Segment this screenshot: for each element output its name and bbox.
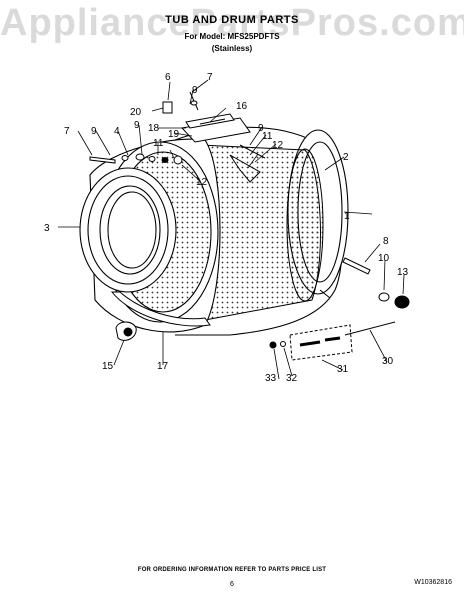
front-seal <box>79 167 177 293</box>
callout-9-mid: 9 <box>134 120 140 131</box>
callout-12-right: 12 <box>272 140 284 151</box>
page-title: TUB AND DRUM PARTS <box>165 14 299 26</box>
callout-2: 2 <box>343 152 349 163</box>
callout-13: 13 <box>397 267 409 278</box>
callout-16: 16 <box>236 101 248 112</box>
finish-line: (Stainless) <box>211 44 253 53</box>
callout-1: 1 <box>344 211 350 222</box>
watermark: AppliancePartsPros.com <box>0 2 464 44</box>
callout-7-top: 7 <box>207 72 213 83</box>
callout-18: 18 <box>148 123 160 134</box>
callout-33: 33 <box>265 373 277 384</box>
ordering-note: FOR ORDERING INFORMATION REFER TO PARTS … <box>137 567 327 573</box>
top-bracket <box>181 113 251 143</box>
callout-12-left: 12 <box>196 177 208 188</box>
callout-3: 3 <box>44 223 50 234</box>
callout-30: 30 <box>382 356 394 367</box>
hardware-kit <box>269 321 396 361</box>
rear-hardware <box>319 257 410 309</box>
callout-9-left: 9 <box>91 126 97 137</box>
callout-7-left: 7 <box>64 126 70 137</box>
callout-9-top: 9 <box>192 85 198 96</box>
callout-31: 31 <box>337 364 349 375</box>
top-hardware <box>162 91 199 114</box>
callout-11-right: 11 <box>262 131 273 142</box>
leader-lines <box>58 79 405 380</box>
document-number: W10362816 <box>414 579 452 586</box>
callout-10: 10 <box>378 253 390 264</box>
callout-19: 19 <box>168 129 180 140</box>
callout-6: 6 <box>165 72 171 83</box>
callout-20: 20 <box>130 107 142 118</box>
callout-11-left: 11 <box>153 138 164 149</box>
perforated-drum <box>199 144 324 321</box>
callout-17: 17 <box>157 361 169 372</box>
callout-labels: 1 2 3 4 6 7 7 8 9 9 9 9 10 11 11 12 12 1… <box>44 72 409 384</box>
page-number: 6 <box>230 581 234 588</box>
lower-tub <box>110 291 211 327</box>
callout-4: 4 <box>114 126 120 137</box>
model-line: For Model: MFS25PDFTS <box>184 32 280 41</box>
callout-8: 8 <box>383 236 389 247</box>
callout-15: 15 <box>102 361 114 372</box>
callout-32: 32 <box>286 373 298 384</box>
cotter-pin <box>115 321 137 341</box>
left-hardware <box>89 153 183 165</box>
callout-9-right: 9 <box>258 123 264 134</box>
